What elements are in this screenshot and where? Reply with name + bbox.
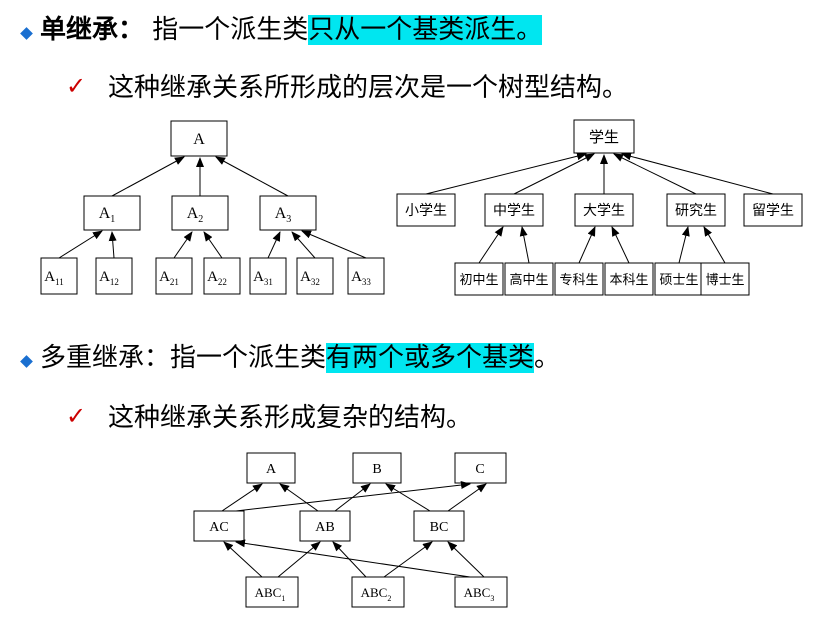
- tree2-arrows: [425, 152, 774, 264]
- graph3-node-abc2-label: ABC2: [361, 585, 392, 603]
- tree1-node-a33-label: A33: [351, 269, 371, 287]
- tree1-node-a11-label: A11: [44, 269, 64, 287]
- tree2-root-label: 学生: [589, 128, 619, 146]
- tree2-node-0-label: 小学生: [405, 203, 447, 219]
- tree2-leaf-5: [700, 262, 750, 296]
- section1-title: 单继承：: [40, 15, 145, 45]
- graph3-node-ab: [299, 510, 351, 542]
- tree2-leaf-3: [604, 262, 654, 296]
- section2-highlight: 有两个或多个基类: [326, 343, 535, 373]
- graph3-arrows: [221, 481, 487, 578]
- section2-title: 多重继承：: [40, 343, 171, 373]
- tree2-root-box: [573, 119, 635, 154]
- section1-check-text: 这种继承关系所形成的层次是一个树型结构。: [108, 73, 629, 103]
- tree1-node-a32: [296, 257, 334, 295]
- tree2-leaf-1-label: 高中生: [509, 272, 548, 288]
- section1-highlight: 只从一个基类派生。: [308, 15, 543, 45]
- tree1-node-a12: [95, 257, 133, 295]
- tree1-root-label: A: [193, 131, 205, 148]
- tree2-level1: 小学生 中学生 大学生 研究生 留学生: [396, 193, 803, 227]
- tree1-node-a32-label: A32: [300, 269, 320, 287]
- tree1-node-a2: [171, 195, 229, 231]
- graph3-node-b: [352, 452, 402, 484]
- graph3-node-abc2: [351, 576, 405, 608]
- graph3-node-abc1: [245, 576, 299, 608]
- tree1-node-a31-label: A31: [253, 269, 273, 287]
- tree2-leaf-1: [504, 262, 554, 296]
- graph3-node-c: [454, 452, 507, 484]
- tree1-level2: A11 A12 A21 A22 A31 A32 A33: [40, 257, 385, 295]
- tree1-node-a22: [203, 257, 241, 295]
- graph3-node-b-label: B: [372, 462, 381, 477]
- check-icon: ✓: [66, 402, 87, 430]
- graph3-mid: AC AB BC: [193, 510, 465, 542]
- tree2-node-3: [666, 193, 726, 227]
- graph3-top: A B C: [246, 452, 507, 484]
- tree2-node-1: [484, 193, 544, 227]
- tree1-root-box: [170, 120, 228, 157]
- tree-diagrams: A A1 A2 A3 A11 A12 A21 A22 A31 A32 A33: [40, 119, 803, 296]
- tree1-node-a1-label: A1: [99, 205, 116, 225]
- section2-end: 。: [534, 343, 561, 373]
- check-icon: ✓: [66, 72, 87, 100]
- graph3-node-a: [246, 452, 296, 484]
- diamond-bullet-icon: [20, 27, 33, 40]
- graph3-node-ac: [193, 510, 245, 542]
- graph3-node-abc3: [454, 576, 508, 608]
- graph3-node-bc: [413, 510, 465, 542]
- tree2-level2: 初中生 高中生 专科生 本科生 硕士生 博士生: [454, 262, 750, 296]
- tree2-leaf-4-label: 硕士生: [659, 273, 698, 288]
- tree2-leaf-0-label: 初中生: [459, 273, 498, 288]
- tree2-leaf-3-label: 本科生: [609, 273, 648, 288]
- graph3-node-ac-label: AC: [209, 520, 228, 535]
- tree2-node-1-label: 中学生: [493, 203, 535, 219]
- section1-desc: 指一个派生类: [152, 15, 309, 45]
- multi-inheritance-diagram: A B C AC AB BC ABC1 ABC2 ABC3: [193, 452, 508, 608]
- tree1-level1: A1 A2 A3: [83, 195, 317, 231]
- tree1-node-a1: [83, 195, 141, 231]
- tree2-node-4-label: 留学生: [752, 203, 794, 219]
- tree1-node-a12-label: A12: [99, 269, 119, 287]
- tree2-node-2-label: 大学生: [583, 203, 625, 219]
- graph3-node-abc3-label: ABC3: [464, 585, 495, 603]
- tree2-leaf-2: [554, 262, 604, 296]
- section2-desc: 指一个派生类: [170, 343, 327, 373]
- graph3-node-abc1-label: ABC1: [255, 585, 286, 603]
- tree1-node-a3-label: A3: [275, 205, 292, 225]
- tree2-node-3-label: 研究生: [675, 203, 717, 219]
- tree1-node-a22-label: A22: [207, 269, 227, 287]
- graph3-node-bc-label: BC: [430, 520, 449, 535]
- tree1-node-a2-label: A2: [187, 205, 204, 225]
- tree1-node-a3: [259, 195, 317, 231]
- tree2-node-0: [396, 193, 456, 227]
- tree1-node-a33: [347, 257, 385, 295]
- graph3-node-c-label: C: [475, 462, 484, 477]
- tree2-leaf-5-label: 博士生: [705, 273, 744, 288]
- tree2-leaf-0: [454, 262, 504, 296]
- tree2-node-4: [743, 193, 803, 227]
- graph3-bottom: ABC1 ABC2 ABC3: [245, 576, 508, 608]
- section2-check-text: 这种继承关系形成复杂的结构。: [108, 403, 473, 433]
- tree2-leaf-2-label: 专科生: [559, 273, 598, 288]
- tree1-node-a21-label: A21: [159, 269, 179, 287]
- tree1-arrows: [58, 156, 367, 259]
- graph3-node-ab-label: AB: [315, 520, 334, 535]
- graph3-node-a-label: A: [266, 462, 277, 477]
- section1-heading: 单继承： 指一个派生类只从一个基类派生。: [40, 14, 543, 46]
- section2-heading: 多重继承：指一个派生类有两个或多个基类。: [40, 342, 560, 374]
- tree1-node-a31: [249, 257, 287, 295]
